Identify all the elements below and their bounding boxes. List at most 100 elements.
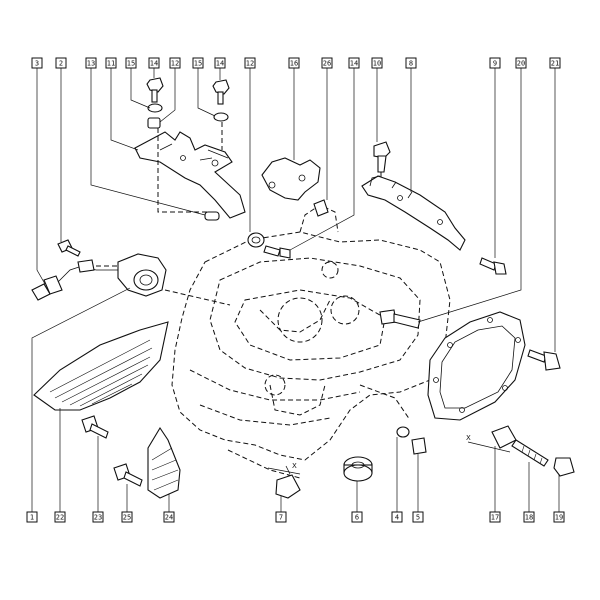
svg-text:14: 14 xyxy=(150,60,158,68)
dimension-mark-right: X xyxy=(466,434,511,453)
washer-15-left xyxy=(147,103,163,113)
callout-2: 2 xyxy=(55,57,67,69)
svg-text:26: 26 xyxy=(323,60,331,68)
plug-5 xyxy=(411,437,427,455)
callout-7: 7 xyxy=(275,511,287,523)
svg-text:12: 12 xyxy=(171,60,179,68)
callout-9: 9 xyxy=(489,57,501,69)
callout-15-right: 15 xyxy=(192,57,204,69)
svg-text:2: 2 xyxy=(59,60,63,68)
svg-text:16: 16 xyxy=(290,60,298,68)
callout-13: 13 xyxy=(85,57,97,69)
svg-text:23: 23 xyxy=(94,514,102,522)
end-cover-plate xyxy=(427,311,526,421)
svg-text:21: 21 xyxy=(551,60,559,68)
callout-22: 22 xyxy=(54,511,66,523)
shaft-18 xyxy=(511,439,549,467)
svg-text:11: 11 xyxy=(107,60,115,68)
callout-24: 24 xyxy=(163,511,175,523)
bolt-25 xyxy=(113,463,143,487)
svg-text:22: 22 xyxy=(56,514,64,522)
callout-14-right: 14 xyxy=(214,57,226,69)
bolt-2 xyxy=(57,239,81,257)
small-cover-plate xyxy=(147,426,181,499)
bolt-21 xyxy=(527,349,561,371)
pin-13 xyxy=(204,211,220,221)
svg-text:6: 6 xyxy=(355,514,359,522)
svg-text:4: 4 xyxy=(395,514,399,522)
callout-5: 5 xyxy=(412,511,424,523)
svg-text:15: 15 xyxy=(194,60,202,68)
svg-text:19: 19 xyxy=(555,514,563,522)
callout-1: 1 xyxy=(26,511,38,523)
leader-lines xyxy=(31,68,560,512)
callout-19: 19 xyxy=(553,511,565,523)
callouts-bottom: 1 22 23 25 24 7 6 4 5 17 18 19 xyxy=(26,511,565,523)
svg-text:13: 13 xyxy=(87,60,95,68)
bolt-14-left xyxy=(146,77,164,103)
callout-12-left: 12 xyxy=(169,57,181,69)
callouts-top: 3 2 13 11 15 14 12 15 14 12 16 26 14 10 … xyxy=(31,57,561,69)
callout-21: 21 xyxy=(549,57,561,69)
dim-label-bottom: X xyxy=(292,462,297,470)
dim-label-right: X xyxy=(466,434,471,442)
callout-17: 17 xyxy=(489,511,501,523)
svg-text:8: 8 xyxy=(409,60,413,68)
svg-text:1: 1 xyxy=(30,514,34,522)
plug-4 xyxy=(396,426,410,438)
svg-text:3: 3 xyxy=(35,60,39,68)
svg-text:9: 9 xyxy=(493,60,497,68)
callout-4: 4 xyxy=(391,511,403,523)
lower-cover-plate xyxy=(33,321,169,411)
callout-15-left: 15 xyxy=(125,57,137,69)
bolt-12-lower xyxy=(263,245,291,259)
nut-19 xyxy=(553,457,575,477)
svg-text:20: 20 xyxy=(517,60,525,68)
mounting-bracket-right xyxy=(361,175,466,251)
reversing-light-switch xyxy=(31,259,118,301)
callout-12-right: 12 xyxy=(244,57,256,69)
nut-12-lower xyxy=(247,232,265,248)
callout-26: 26 xyxy=(321,57,333,69)
svg-text:7: 7 xyxy=(279,514,283,522)
washer-15-right xyxy=(213,112,229,122)
svg-text:12: 12 xyxy=(246,60,254,68)
svg-text:14: 14 xyxy=(350,60,358,68)
bolt-23 xyxy=(81,415,109,439)
dimension-mark-bottom: X xyxy=(267,462,301,475)
mounting-bracket-left xyxy=(134,131,246,219)
callout-11: 11 xyxy=(105,57,117,69)
nut-12 xyxy=(147,117,161,129)
svg-text:15: 15 xyxy=(127,60,135,68)
svg-text:17: 17 xyxy=(491,514,499,522)
callout-3: 3 xyxy=(31,57,43,69)
callout-14-center: 14 xyxy=(348,57,360,69)
bushing-7 xyxy=(275,474,301,499)
callout-8: 8 xyxy=(405,57,417,69)
bolt-20 xyxy=(379,309,421,329)
callout-23: 23 xyxy=(92,511,104,523)
svg-text:14: 14 xyxy=(216,60,224,68)
mounting-bracket-center xyxy=(261,157,321,201)
svg-text:24: 24 xyxy=(165,514,173,522)
svg-text:18: 18 xyxy=(525,514,533,522)
callout-6: 6 xyxy=(351,511,363,523)
gearbox-housing xyxy=(171,204,451,479)
callout-18: 18 xyxy=(523,511,535,523)
spacer-ring-6 xyxy=(343,456,373,482)
bolt-10 xyxy=(373,141,391,173)
bolt-9 xyxy=(479,257,507,275)
callout-25: 25 xyxy=(121,511,133,523)
svg-text:10: 10 xyxy=(373,60,381,68)
callout-14-left: 14 xyxy=(148,57,160,69)
stud-26 xyxy=(313,199,329,217)
callout-10: 10 xyxy=(371,57,383,69)
svg-text:5: 5 xyxy=(416,514,420,522)
bolt-14-right xyxy=(212,79,230,105)
callout-16: 16 xyxy=(288,57,300,69)
clutch-slave-cylinder xyxy=(117,253,167,297)
svg-text:25: 25 xyxy=(123,514,131,522)
callout-20: 20 xyxy=(515,57,527,69)
